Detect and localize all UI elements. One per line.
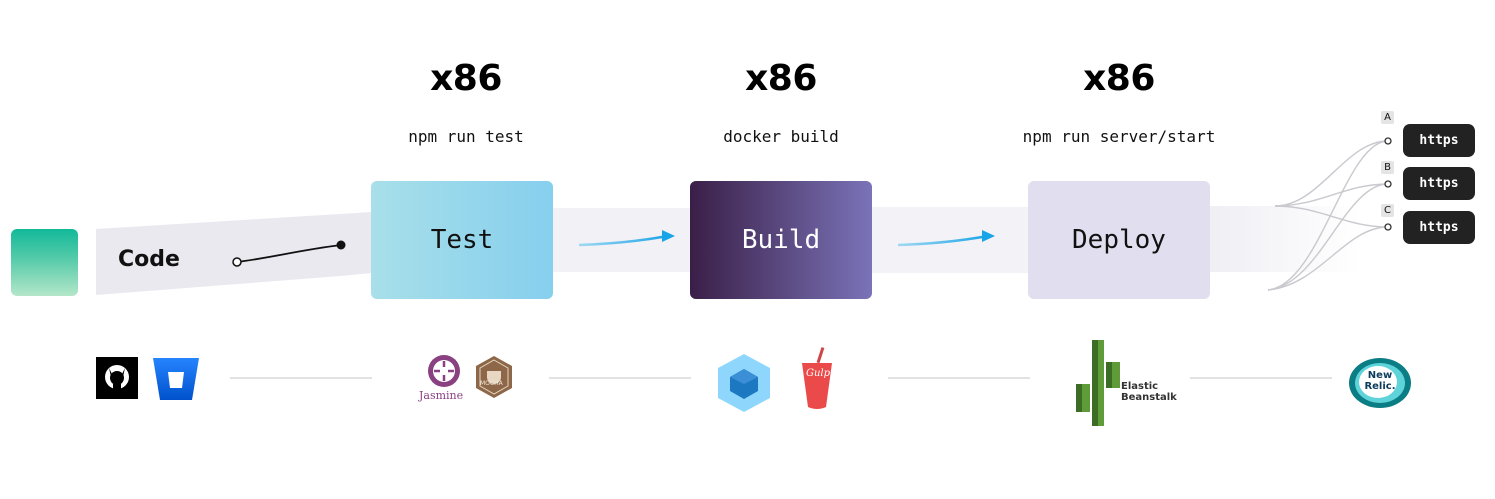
code-connector (236, 244, 342, 263)
endpoint-tag-c: C (1381, 204, 1394, 217)
build-command: docker build (723, 127, 839, 146)
separator (888, 377, 1030, 379)
build-arch-label: x86 (745, 58, 817, 99)
separator (230, 377, 372, 379)
elastic-beanstalk-label: Elastic Beanstalk (1121, 381, 1177, 403)
code-start-dot (232, 257, 242, 267)
deploy-stage-label: Deploy (1072, 225, 1166, 255)
arrow-build-deploy (897, 234, 989, 247)
new-relic-label: New Relic. (1364, 370, 1396, 392)
mocha-icon (476, 356, 512, 398)
test-stage-box[interactable]: Test (371, 181, 553, 299)
code-label: Code (118, 247, 180, 272)
code-band (96, 212, 372, 295)
routing-curves (1267, 140, 1389, 291)
test-stage-label: Test (430, 225, 494, 255)
deploy-out-band (1210, 206, 1360, 272)
jasmine-label: Jasmine (419, 389, 464, 402)
endpoint-https-a[interactable]: https (1403, 124, 1475, 157)
build-stage-label: Build (741, 225, 821, 255)
test-arch-label: x86 (430, 58, 502, 99)
elastic-beanstalk-icon (1076, 340, 1120, 426)
deploy-arch-label: x86 (1083, 58, 1155, 99)
separator (1190, 377, 1332, 379)
test-command: npm run test (408, 127, 524, 146)
test-build-band (553, 208, 692, 272)
endpoint-https-b[interactable]: https (1403, 167, 1475, 200)
code-end-dot (336, 240, 346, 250)
jasmine-icon (428, 355, 460, 387)
arrow-test-build (578, 234, 669, 247)
endpoint-https-c[interactable]: https (1403, 211, 1475, 244)
endpoint-dot-c (1384, 223, 1392, 231)
mocha-label: MOCHA (480, 380, 503, 387)
gulp-icon (802, 347, 832, 409)
bitbucket-icon (153, 358, 199, 400)
new-relic-icon (1349, 358, 1411, 408)
deploy-command: npm run server/start (1022, 127, 1216, 146)
endpoint-dot-b (1384, 180, 1392, 188)
build-deploy-band (872, 207, 1030, 273)
github-icon (96, 357, 138, 399)
endpoint-dot-a (1384, 137, 1392, 145)
gulp-label: Gulp (806, 368, 831, 379)
webpack-icon (718, 354, 770, 412)
endpoint-tag-b: B (1381, 161, 1394, 174)
endpoint-tag-a: A (1381, 111, 1394, 124)
deploy-stage-box[interactable]: Deploy (1028, 181, 1210, 299)
build-stage-box[interactable]: Build (690, 181, 872, 299)
code-tile (11, 229, 78, 296)
separator (549, 377, 691, 379)
